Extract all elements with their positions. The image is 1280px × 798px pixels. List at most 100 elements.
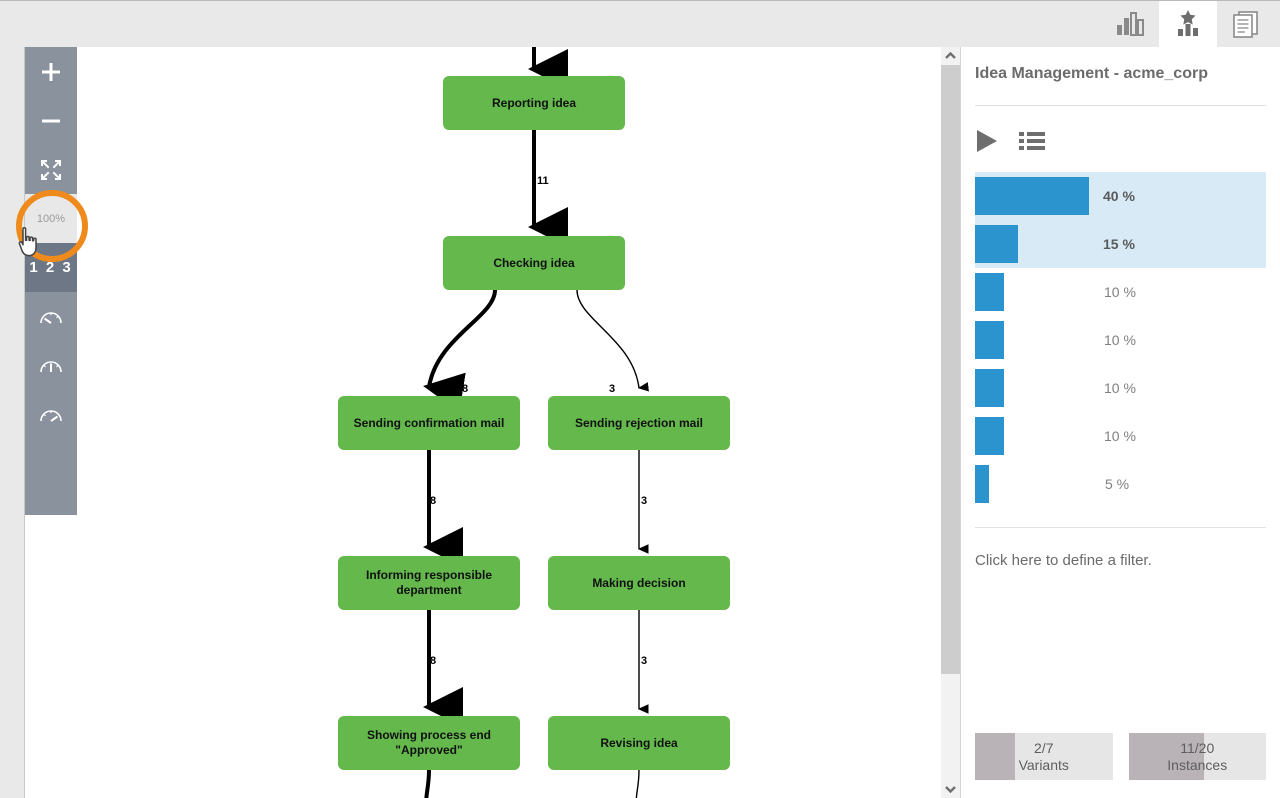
edge-label: 3 (609, 383, 616, 395)
minus-icon (42, 119, 60, 122)
play-icon (977, 130, 997, 152)
scroll-up-button[interactable] (941, 47, 960, 64)
numbers-label: 1 2 3 (29, 259, 73, 276)
process-node[interactable]: Showing process end "Approved" (338, 716, 520, 770)
scrollbar-thumb[interactable] (941, 65, 960, 674)
canvas-left-border (24, 47, 25, 798)
variant-bar (975, 465, 989, 503)
gauge-mid-icon (40, 360, 62, 372)
process-node[interactable]: Informing responsible department (338, 556, 520, 610)
process-node[interactable]: Making decision (548, 556, 730, 610)
variants-stat-fill (975, 733, 1015, 780)
list-view-button[interactable] (1019, 130, 1045, 152)
edge-label: 8 (430, 495, 437, 507)
node-label: Sending confirmation mail (353, 415, 505, 430)
show-numbers-button[interactable]: 1 2 3 (25, 243, 77, 292)
zoom-in-button[interactable] (25, 47, 77, 96)
variants-panel: Idea Management - acme_corp (961, 47, 1280, 798)
chevron-down-icon (945, 786, 956, 793)
variant-percent: 40 % (1103, 188, 1135, 204)
variant-percent: 10 % (1104, 332, 1136, 348)
node-label: Showing process end "Approved" (366, 728, 492, 757)
variant-row[interactable]: 10 % (975, 412, 1266, 460)
tab-variants[interactable] (1159, 1, 1217, 47)
chevron-up-icon (945, 52, 956, 59)
top-tab-bar (0, 0, 1280, 47)
variant-bar (975, 273, 1004, 311)
process-node[interactable]: Revising idea (548, 716, 730, 770)
process-canvas[interactable]: Reporting idea Checking idea Sending con… (25, 47, 960, 798)
edge-label: 11 (537, 175, 549, 187)
gauge-high-button[interactable] (25, 390, 77, 439)
variant-bar (975, 225, 1018, 263)
variant-row[interactable]: 5 % (975, 460, 1266, 508)
process-node[interactable]: Reporting idea (443, 76, 625, 130)
node-label: Making decision (592, 575, 686, 590)
filter-divider (975, 527, 1266, 528)
stats-bar: 2/7 Variants 11/20 Instances (975, 733, 1266, 780)
zoom-level-button[interactable]: 100% (25, 194, 77, 243)
node-label: Reporting idea (491, 95, 576, 110)
scroll-down-button[interactable] (941, 781, 960, 798)
variant-percent: 10 % (1104, 428, 1136, 444)
variant-list: 40 % 15 % 10 % 10 % 10 % 10 % (975, 172, 1266, 508)
canvas-vertical-scrollbar[interactable] (941, 47, 960, 798)
process-node[interactable]: Checking idea (443, 236, 625, 290)
fit-screen-button[interactable] (25, 145, 77, 194)
variants-stat-label: Variants (1018, 756, 1069, 773)
variant-row[interactable]: 15 % (975, 220, 1266, 268)
zoom-level-label: 100% (36, 212, 66, 225)
edge-label: 8 (430, 655, 437, 667)
panel-left-edge (960, 47, 961, 798)
topbar-divider (0, 0, 1280, 1)
fit-screen-icon (41, 159, 61, 180)
node-label: Checking idea (493, 255, 575, 270)
process-node[interactable]: Sending rejection mail (548, 396, 730, 450)
variant-row[interactable]: 10 % (975, 364, 1266, 412)
variant-percent: 10 % (1104, 284, 1136, 300)
title-divider (975, 105, 1266, 106)
gauge-mid-button[interactable] (25, 341, 77, 390)
zoom-out-button[interactable] (25, 96, 77, 145)
variants-stat[interactable]: 2/7 Variants (975, 733, 1113, 780)
list-icon (1019, 132, 1045, 150)
node-label: Revising idea (600, 735, 678, 750)
graph-edges (423, 47, 650, 798)
variant-bar (975, 177, 1089, 215)
bar-chart-star-icon (1173, 10, 1203, 38)
node-label: Informing responsible department (365, 568, 492, 597)
define-filter-link[interactable]: Click here to define a filter. (975, 552, 1152, 569)
variant-percent: 15 % (1103, 236, 1135, 252)
variant-row[interactable]: 40 % (975, 172, 1266, 220)
process-node[interactable]: Sending confirmation mail (338, 396, 520, 450)
tab-group (1101, 1, 1275, 47)
instances-stat-label: Instances (1167, 756, 1228, 773)
gauge-low-icon (40, 311, 62, 324)
variant-percent: 10 % (1104, 380, 1136, 396)
variants-stat-value: 2/7 (1034, 739, 1054, 756)
plus-icon (42, 62, 60, 81)
panel-actions (975, 125, 1045, 157)
zoom-toolbar: 100% 1 2 3 (25, 47, 77, 515)
edge-label: 3 (641, 495, 648, 507)
bar-chart-icon (1115, 11, 1145, 37)
play-button[interactable] (975, 128, 999, 154)
edge-label: 3 (641, 655, 648, 667)
variant-bar (975, 321, 1004, 359)
variant-percent: 5 % (1105, 476, 1130, 492)
tab-charts[interactable] (1101, 1, 1159, 47)
variant-row[interactable]: 10 % (975, 268, 1266, 316)
gauge-high-icon (40, 409, 62, 422)
process-graph: Reporting idea Checking idea Sending con… (25, 47, 960, 798)
variant-row[interactable]: 10 % (975, 316, 1266, 364)
instances-stat-value: 11/20 (1180, 739, 1215, 756)
instances-stat[interactable]: 11/20 Instances (1128, 733, 1266, 780)
page-title: Idea Management - acme_corp (975, 65, 1208, 82)
node-label: Sending rejection mail (574, 415, 704, 430)
gauge-low-button[interactable] (25, 292, 77, 341)
edge-label: 8 (462, 383, 469, 395)
tab-documents[interactable] (1217, 1, 1275, 47)
variant-bar (975, 417, 1004, 455)
instances-stat-fill (1128, 733, 1205, 780)
